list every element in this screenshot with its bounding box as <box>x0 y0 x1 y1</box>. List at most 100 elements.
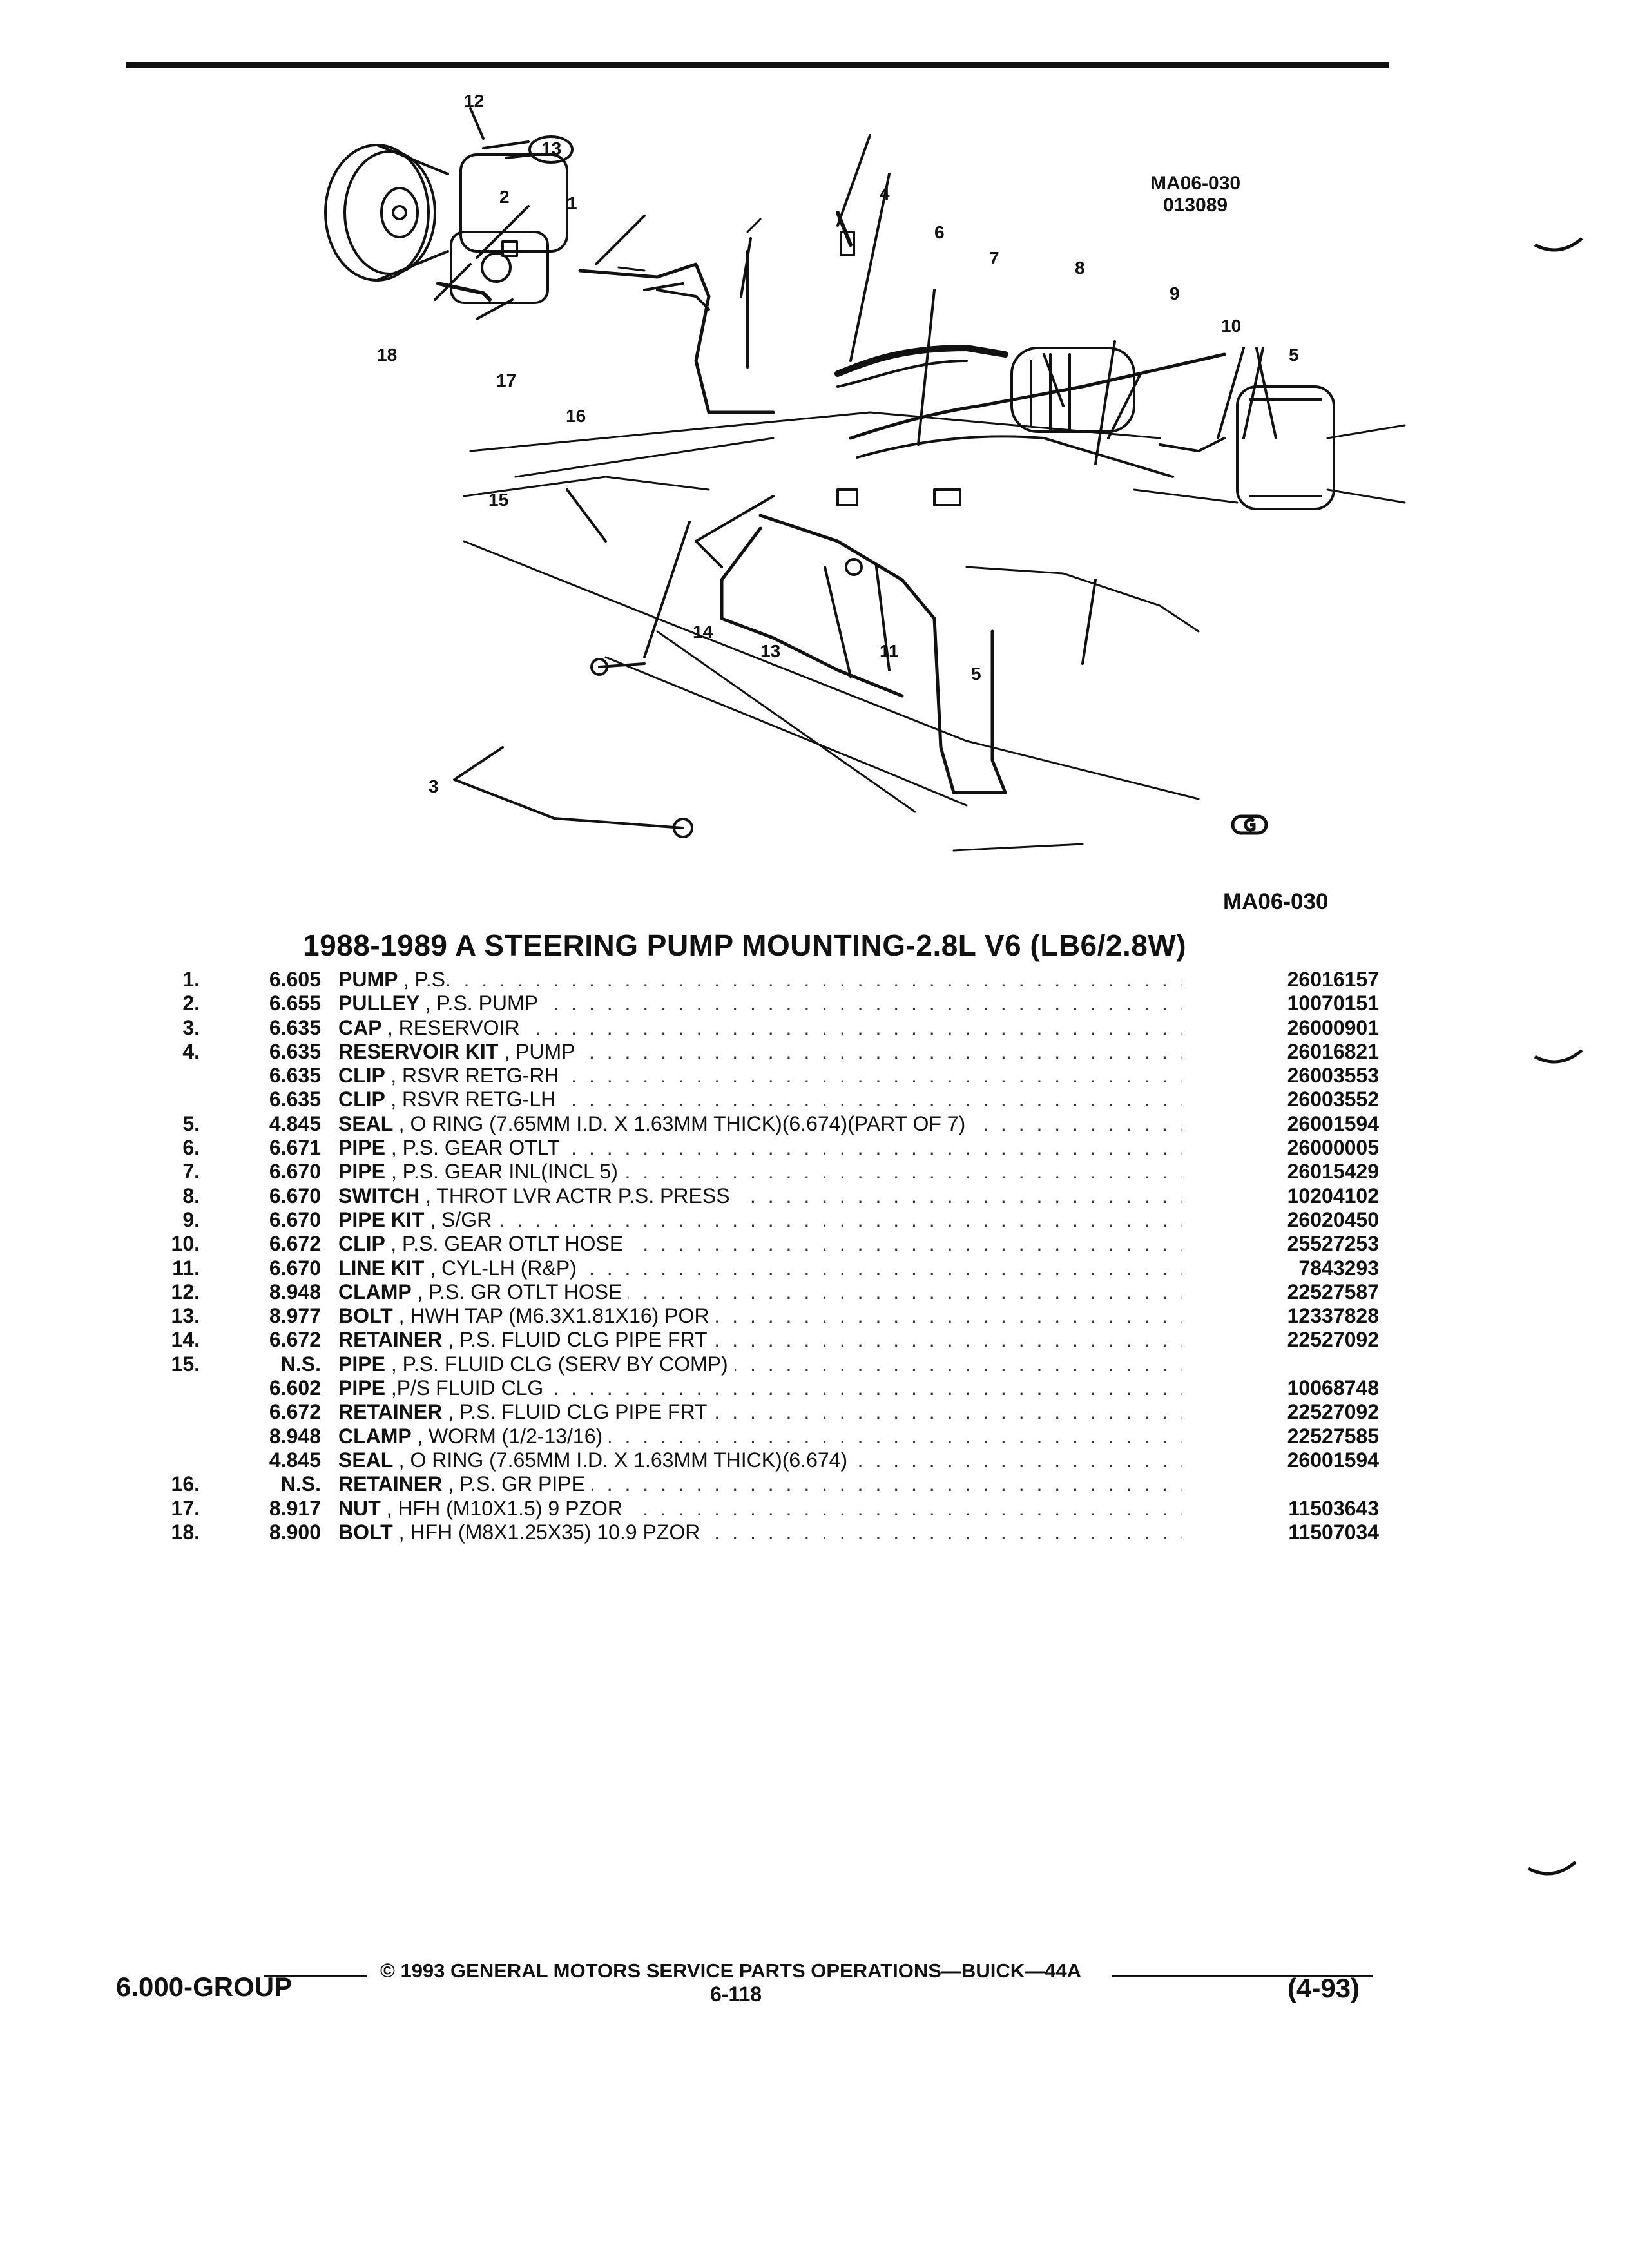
part-spec: , P.S. <box>403 968 451 991</box>
part-number: 7843293 <box>1298 1256 1379 1280</box>
part-row: 4.845. . . . . . . . . . . . . . . . . .… <box>148 1448 1379 1472</box>
part-spec: , PUMP <box>504 1039 575 1063</box>
part-description: . . . . . . . . . . . . . . . . . . . . … <box>338 1184 1182 1208</box>
part-row: 9.6.670. . . . . . . . . . . . . . . . .… <box>148 1207 1379 1232</box>
group-number: N.S. <box>280 1352 321 1376</box>
item-number: 14. <box>171 1328 200 1352</box>
callout-17: 17 <box>496 370 516 390</box>
part-number: 11507034 <box>1288 1520 1379 1544</box>
group-number: 8.977 <box>269 1304 321 1328</box>
part-name: SEAL <box>338 1448 393 1472</box>
part-spec: , CYL-LH (R&P) <box>430 1256 577 1280</box>
exploded-parts-diagram: 12 13 2 1 4 6 7 8 9 10 5 18 17 16 15 14 … <box>324 91 1406 852</box>
part-name: CLAMP <box>338 1280 412 1303</box>
callout-7: 7 <box>989 248 999 268</box>
part-row: 12.8.948. . . . . . . . . . . . . . . . … <box>148 1280 1379 1304</box>
group-number: 6.635 <box>269 1039 321 1063</box>
part-description: . . . . . . . . . . . . . . . . . . . . … <box>338 1015 1182 1040</box>
part-description: . . . . . . . . . . . . . . . . . . . . … <box>338 1496 1182 1521</box>
part-name-wrap: PIPE , P.S. FLUID CLG (SERV BY COMP) <box>338 1352 735 1376</box>
group-number: 8.900 <box>269 1520 321 1544</box>
footer-date: (4-93) <box>1287 1973 1360 2003</box>
part-number: 22527585 <box>1287 1424 1379 1448</box>
part-number: 26016157 <box>1287 968 1379 991</box>
part-spec: , S/GR <box>430 1207 492 1231</box>
part-name-wrap: RETAINER , P.S. FLUID CLG PIPE FRT <box>338 1400 714 1424</box>
item-number: 3. <box>182 1015 200 1039</box>
part-spec: , P.S. GR OTLT HOSE <box>417 1280 622 1303</box>
callout-1: 1 <box>567 193 577 213</box>
item-number: 8. <box>182 1184 200 1207</box>
item-number: 7. <box>182 1160 200 1184</box>
part-name: PUMP <box>338 968 398 991</box>
part-name: RETAINER <box>338 1328 443 1352</box>
group-number: 6.670 <box>269 1184 321 1207</box>
callout-15: 15 <box>488 490 508 510</box>
part-name: PULLEY <box>338 992 419 1015</box>
part-name: PIPE KIT <box>338 1207 425 1231</box>
part-name: LINE KIT <box>338 1256 425 1280</box>
part-row: 13. 8.977 . . . . . . . . . . . . . . . . … <box>148 1304 1379 1328</box>
part-row: 5.4.845. . . . . . . . . . . . . . . . .… <box>148 1111 1379 1136</box>
part-name-wrap: BOLT , HFH (M8X1.25X35) 10.9 PZOR <box>338 1520 707 1544</box>
part-spec: , P.S. GEAR OTLT <box>390 1136 560 1160</box>
part-description: . . . . . . . . . . . . . . . . . . . . … <box>338 1256 1182 1280</box>
footer-group: 6.000-GROUP <box>116 1972 293 2002</box>
part-description: . . . . . . . . . . . . . . . . . . . . … <box>338 968 1182 992</box>
part-name-wrap: SWITCH , THROT LVR ACTR P.S. PRESS <box>338 1184 737 1207</box>
part-description: . . . . . . . . . . . . . . . . . . . . … <box>338 1207 1182 1232</box>
part-spec: , P.S. FLUID CLG (SERV BY COMP) <box>390 1352 728 1376</box>
part-name-wrap: RETAINER , P.S. FLUID CLG PIPE FRT <box>338 1328 714 1352</box>
group-number: 6.655 <box>269 992 321 1015</box>
part-description: . . . . . . . . . . . . . . . . . . . . … <box>338 992 1182 1015</box>
item-number: 12. <box>171 1280 200 1303</box>
part-name: RETAINER <box>338 1472 443 1496</box>
part-name-wrap: SEAL , O RING (7.65MM I.D. X 1.63MM THIC… <box>338 1448 854 1472</box>
part-number: 26016821 <box>1287 1039 1379 1063</box>
part-name-wrap: CLIP , P.S. GEAR OTLT HOSE <box>338 1232 630 1256</box>
part-name-wrap: RETAINER , P.S. GR PIPE <box>338 1472 592 1496</box>
part-spec: , P.S. GR PIPE <box>448 1472 585 1496</box>
callout-13a: 13 <box>760 641 780 661</box>
part-name-wrap: CLAMP , P.S. GR OTLT HOSE <box>338 1280 629 1303</box>
part-spec: , THROT LVR ACTR P.S. PRESS <box>425 1184 730 1207</box>
part-number: 25527253 <box>1287 1232 1379 1256</box>
part-spec: , P.S. PUMP <box>425 992 539 1015</box>
item-number: 13. <box>171 1304 200 1328</box>
group-number: 6.670 <box>269 1160 321 1184</box>
callout-5b: 5 <box>1289 345 1299 365</box>
part-description: . . . . . . . . . . . . . . . . . . . . … <box>338 1304 1182 1328</box>
part-spec: , RESERVOIR <box>387 1015 520 1039</box>
top-rule <box>126 62 1389 68</box>
part-name-wrap: PIPE ,P/S FLUID CLG <box>338 1376 550 1400</box>
group-number: 6.671 <box>269 1136 321 1160</box>
part-description: . . . . . . . . . . . . . . . . . . . . … <box>338 1448 1182 1472</box>
part-name: PIPE <box>338 1376 385 1400</box>
part-spec: , HFH (M8X1.25X35) 10.9 PZOR <box>398 1520 700 1544</box>
part-description: . . . . . . . . . . . . . . . . . . . . … <box>338 1064 1182 1088</box>
item-number: 1. <box>182 968 200 991</box>
item-number: 11. <box>172 1256 200 1280</box>
part-spec: , P.S. GEAR OTLT HOSE <box>390 1232 624 1256</box>
part-row: 17.8.917. . . . . . . . . . . . . . . . … <box>148 1496 1379 1521</box>
callout-18: 18 <box>377 345 397 365</box>
part-name-wrap: CLIP , RSVR RETG-LH <box>338 1088 563 1111</box>
part-spec: , WORM (1/2-13/16) <box>417 1424 603 1448</box>
part-name: CLAMP <box>338 1424 412 1448</box>
part-name-wrap: BOLT , HWH TAP (M6.3X1.81X16) POR <box>338 1304 716 1328</box>
part-number: 26003552 <box>1287 1088 1379 1111</box>
part-name-wrap: PULLEY , P.S. PUMP <box>338 992 545 1015</box>
part-name-wrap: PUMP , P.S. <box>338 968 458 991</box>
part-description: . . . . . . . . . . . . . . . . . . . . … <box>338 1520 1182 1544</box>
part-row: 6.635. . . . . . . . . . . . . . . . . .… <box>148 1064 1379 1088</box>
part-name-wrap: CLIP , RSVR RETG-RH <box>338 1064 566 1088</box>
part-description: . . . . . . . . . . . . . . . . . . . . … <box>338 1424 1182 1448</box>
item-number: 15. <box>171 1352 200 1376</box>
callout-3: 12 <box>464 91 484 111</box>
part-name: PIPE <box>338 1160 385 1184</box>
part-description: . . . . . . . . . . . . . . . . . . . . … <box>338 1352 1182 1376</box>
part-name-wrap: PIPE , P.S. GEAR OTLT <box>338 1136 566 1160</box>
part-row: 16.N.S.. . . . . . . . . . . . . . . . .… <box>148 1472 1379 1496</box>
footer-copyright: © 1993 GENERAL MOTORS SERVICE PARTS OPER… <box>380 1959 1081 1982</box>
part-name-wrap: PIPE KIT , S/GR <box>338 1207 499 1231</box>
